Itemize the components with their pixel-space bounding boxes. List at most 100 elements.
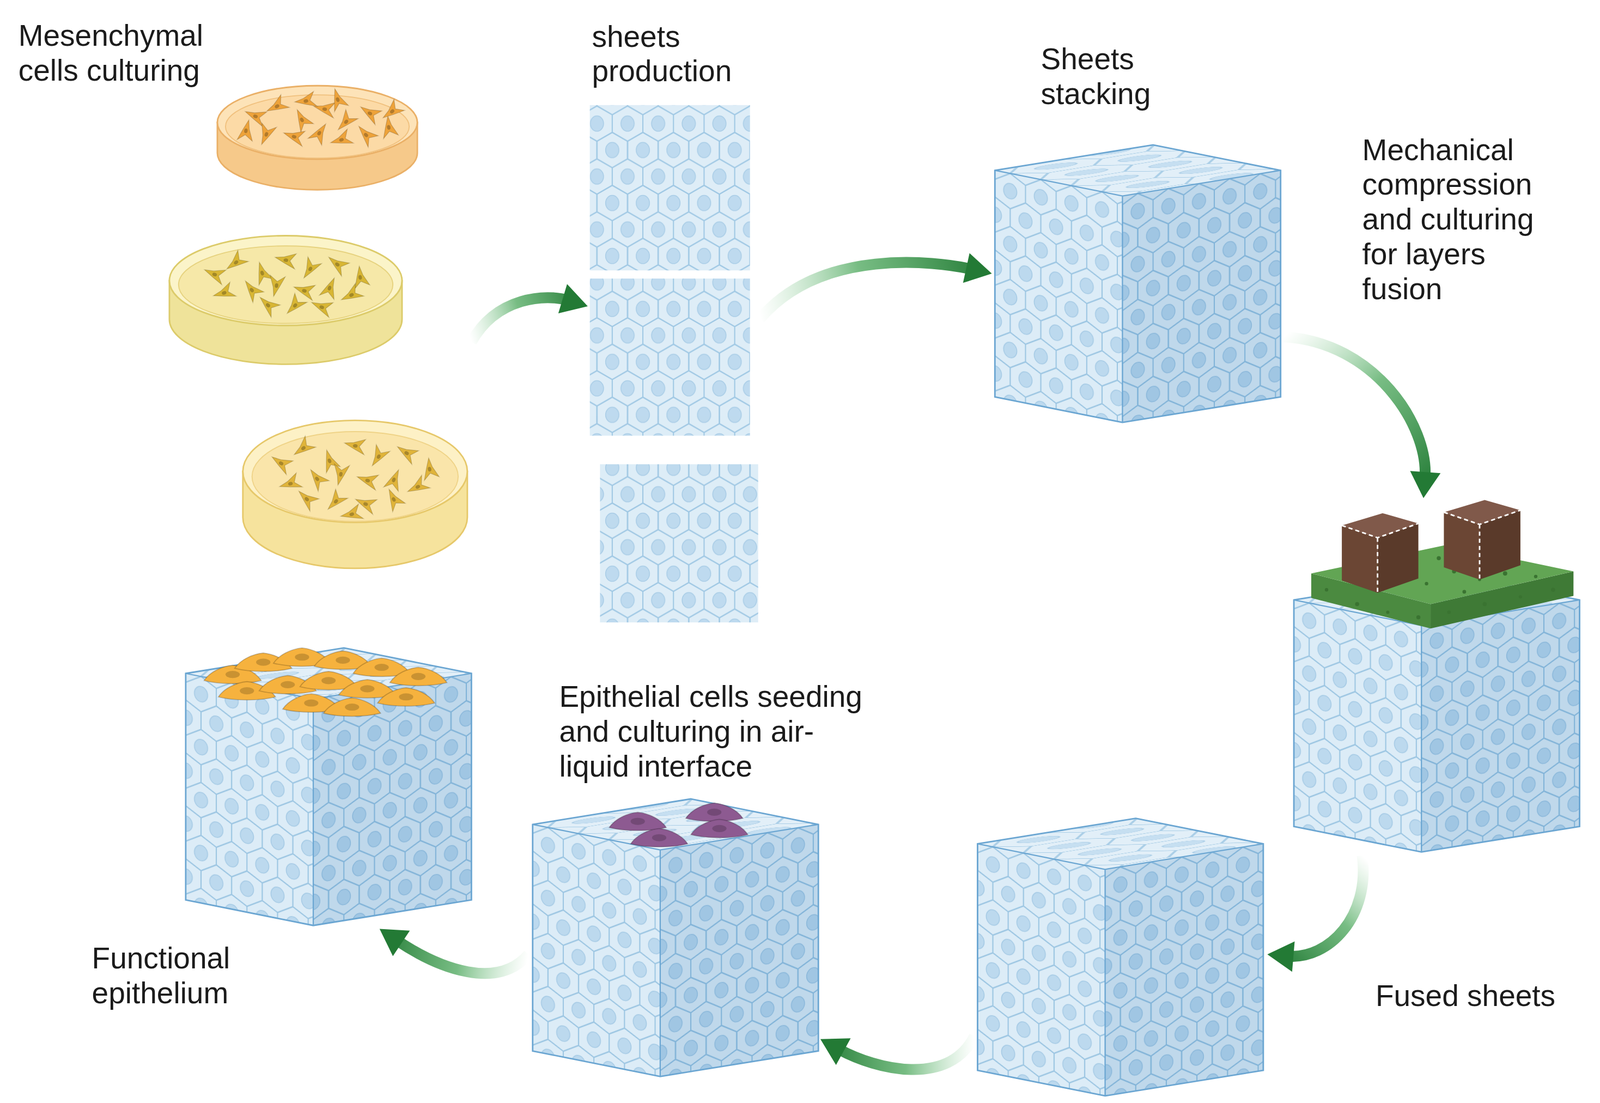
illustration-part	[323, 697, 381, 717]
illustration-part	[268, 435, 440, 525]
illustration-part	[366, 443, 391, 470]
process-stage: Mesenchymal cells culturing	[163, 85, 472, 576]
illustration-part	[393, 440, 420, 465]
illustration-part	[1354, 601, 1359, 606]
process-stage: Fused sheets	[974, 816, 1268, 1098]
illustration-part	[343, 435, 368, 455]
stage-label: Sheets stacking	[1041, 41, 1178, 112]
illustration-part	[330, 462, 350, 487]
illustration-part	[304, 464, 331, 491]
illustration-part	[383, 466, 406, 493]
seeded-cube	[532, 798, 819, 1076]
arrow-shaft	[759, 262, 972, 319]
illustration-part	[266, 274, 285, 298]
illustration-part	[337, 282, 364, 307]
process-arrow	[820, 1035, 975, 1069]
arrow-shaft	[397, 940, 529, 973]
stage-label: Mesenchymal cells culturing	[18, 18, 231, 89]
illustration-part	[404, 474, 431, 499]
illustration-part	[599, 464, 758, 623]
stage-label-box: Sheets stacking	[1041, 41, 1178, 112]
illustration-part	[532, 798, 819, 1076]
illustration-part	[1436, 555, 1441, 560]
arrow-shaft	[838, 1035, 975, 1069]
illustration-part	[420, 456, 440, 481]
process-stage: Epithelial cells seeding and culturing i…	[528, 795, 821, 1079]
process-arrow	[379, 928, 529, 974]
illustration-part	[381, 485, 406, 512]
illustration-part	[1341, 513, 1419, 593]
illustration-part	[1424, 581, 1428, 586]
illustration-part	[609, 811, 667, 831]
arrow-head	[820, 1037, 851, 1065]
illustration-part	[1550, 587, 1555, 592]
illustration-part	[1534, 574, 1538, 579]
illustration-part	[178, 245, 393, 324]
process-stage: Mechanical compression and culturing for…	[1290, 497, 1584, 856]
tissue-cube	[977, 818, 1263, 1096]
stage-label: Fused sheets	[1375, 978, 1572, 1014]
illustration-part	[690, 818, 748, 838]
illustration-part	[185, 647, 472, 926]
process-stage: Functional epithelium	[181, 637, 477, 929]
arrow-head	[1409, 470, 1441, 498]
illustration-part	[1447, 610, 1451, 614]
cell-sheets	[589, 105, 759, 623]
compression-setup	[1293, 499, 1580, 852]
illustration-part	[268, 450, 295, 475]
illustration-part	[254, 122, 277, 148]
illustration-part	[319, 275, 342, 301]
stage-label: sheets production	[591, 19, 756, 90]
illustration-part	[281, 292, 308, 319]
illustration-part	[307, 119, 332, 146]
arrow-shaft	[1288, 855, 1364, 957]
illustration-part	[1416, 615, 1421, 619]
petri-dish	[242, 420, 468, 568]
arrow-head	[963, 252, 993, 283]
illustration-part	[312, 99, 337, 118]
stage-label: Mechanical compression and culturing for…	[1362, 132, 1559, 307]
illustration-part	[379, 114, 399, 139]
illustration-part	[254, 291, 282, 318]
illustration-part	[322, 488, 349, 515]
illustration-part	[201, 263, 228, 285]
illustration-part	[338, 503, 364, 524]
illustration-part	[630, 828, 689, 847]
illustration-part	[273, 250, 298, 269]
illustration-part	[1482, 601, 1487, 606]
stage-label-box: sheets production	[591, 19, 756, 90]
illustration-part	[390, 667, 448, 686]
illustration-part	[609, 802, 748, 848]
illustration-part	[1462, 589, 1467, 594]
illustration-part	[308, 295, 335, 318]
illustration-part	[204, 647, 448, 716]
illustration-part	[236, 118, 256, 143]
illustration-part	[293, 485, 320, 511]
illustration-part	[210, 281, 237, 304]
illustration-part	[225, 94, 410, 158]
process-arrow	[1267, 855, 1364, 972]
stage-label-box: Epithelial cells seeding and culturing i…	[558, 679, 873, 784]
illustration-part	[685, 802, 744, 822]
illustration-part	[263, 94, 290, 119]
illustration-part	[378, 98, 405, 125]
process-arrow	[1283, 336, 1441, 498]
illustration-part	[242, 104, 269, 127]
stage-label-box: Functional epithelium	[92, 940, 251, 1011]
illustration-part	[1385, 610, 1390, 614]
illustration-part	[353, 121, 380, 148]
illustration-part	[324, 251, 351, 277]
illustration-part	[222, 249, 249, 276]
stage-label-box: Mechanical compression and culturing for…	[1362, 132, 1559, 307]
process-stage: Sheets stacking	[992, 140, 1285, 425]
stage-label: Epithelial cells seeding and culturing i…	[558, 679, 873, 784]
arrow-head	[379, 928, 410, 957]
process-stage: sheets production	[587, 101, 761, 625]
illustration-part	[293, 90, 318, 110]
petri-dish	[169, 235, 403, 365]
stage-label-box: Fused sheets	[1375, 978, 1572, 1014]
illustration-part	[236, 86, 405, 151]
illustration-part	[281, 125, 307, 146]
illustration-part	[589, 278, 751, 436]
